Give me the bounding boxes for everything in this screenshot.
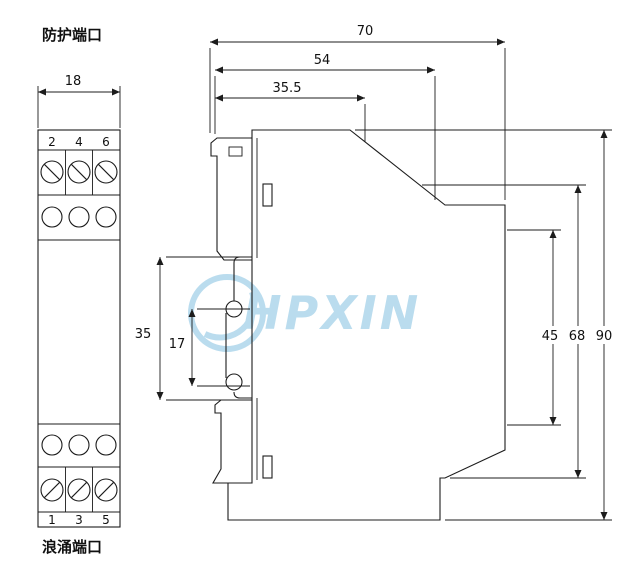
terminal-screw-circle bbox=[94, 478, 118, 502]
terminal-screw-circle bbox=[40, 160, 64, 184]
clip-detail bbox=[228, 146, 243, 157]
front-body-outline bbox=[37, 129, 121, 528]
dim-18: 18 bbox=[65, 74, 82, 89]
terminal-circle bbox=[95, 434, 117, 456]
terminal-number: 2 bbox=[48, 135, 56, 149]
dim-35-5-text: 35.5 bbox=[273, 81, 302, 96]
terminal-circle bbox=[41, 434, 63, 456]
dim-35: 35 bbox=[135, 256, 250, 401]
dim-text-backing bbox=[537, 326, 617, 344]
watermark-text: HPXIN bbox=[243, 286, 421, 340]
surge-port-label: 浪涌端口 bbox=[42, 538, 102, 556]
dim-17: 17 bbox=[169, 308, 250, 387]
top-screw-terminals bbox=[40, 160, 118, 184]
dim-90-text: 90 bbox=[596, 329, 613, 344]
front-view: 防护端口 浪涌端口 18 2 4 6 bbox=[37, 26, 121, 556]
front-width-dimension: 18 bbox=[37, 74, 121, 128]
terminal-screw-circle bbox=[67, 160, 91, 184]
dim-35-5: 35.5 bbox=[215, 81, 366, 142]
vent-slot bbox=[262, 455, 273, 479]
terminal-number: 3 bbox=[75, 513, 83, 527]
terminal-screw-circle bbox=[67, 478, 91, 502]
din-clip-top bbox=[210, 137, 252, 261]
watermark: HPXIN bbox=[188, 274, 421, 352]
terminal-circle bbox=[41, 206, 63, 228]
dim-90 bbox=[355, 129, 612, 521]
protection-port-label: 防护端口 bbox=[42, 26, 102, 44]
terminal-screw-circle bbox=[94, 160, 118, 184]
side-view bbox=[210, 129, 506, 521]
dimensions: 70 54 35.5 35 17 bbox=[135, 24, 617, 521]
watermark-logo-swoosh-icon bbox=[203, 290, 257, 341]
terminal-number: 5 bbox=[102, 513, 110, 527]
bottom-screw-terminals bbox=[40, 478, 118, 502]
dim-68-text: 68 bbox=[569, 329, 586, 344]
dim-70: 70 bbox=[209, 24, 506, 200]
groove-roller bbox=[225, 373, 243, 391]
terminal-number: 6 bbox=[102, 135, 110, 149]
vent-slot bbox=[262, 183, 273, 207]
din-clip-bottom bbox=[212, 399, 252, 484]
dim-54: 54 bbox=[214, 53, 436, 200]
terminal-number: 4 bbox=[75, 135, 83, 149]
terminal-circle bbox=[95, 206, 117, 228]
bottom-terminal-holes bbox=[41, 434, 117, 456]
dim-45-text: 45 bbox=[542, 329, 559, 344]
top-terminal-holes bbox=[41, 206, 117, 228]
side-body-outline bbox=[227, 129, 506, 521]
dim-70-text: 70 bbox=[357, 24, 374, 39]
dim-54-text: 54 bbox=[314, 53, 331, 68]
dim-35-text: 35 bbox=[135, 327, 152, 342]
terminal-circle bbox=[68, 206, 90, 228]
terminal-number: 1 bbox=[48, 513, 56, 527]
dim-17-text: 17 bbox=[169, 337, 186, 352]
terminal-circle bbox=[68, 434, 90, 456]
terminal-screw-circle bbox=[40, 478, 64, 502]
